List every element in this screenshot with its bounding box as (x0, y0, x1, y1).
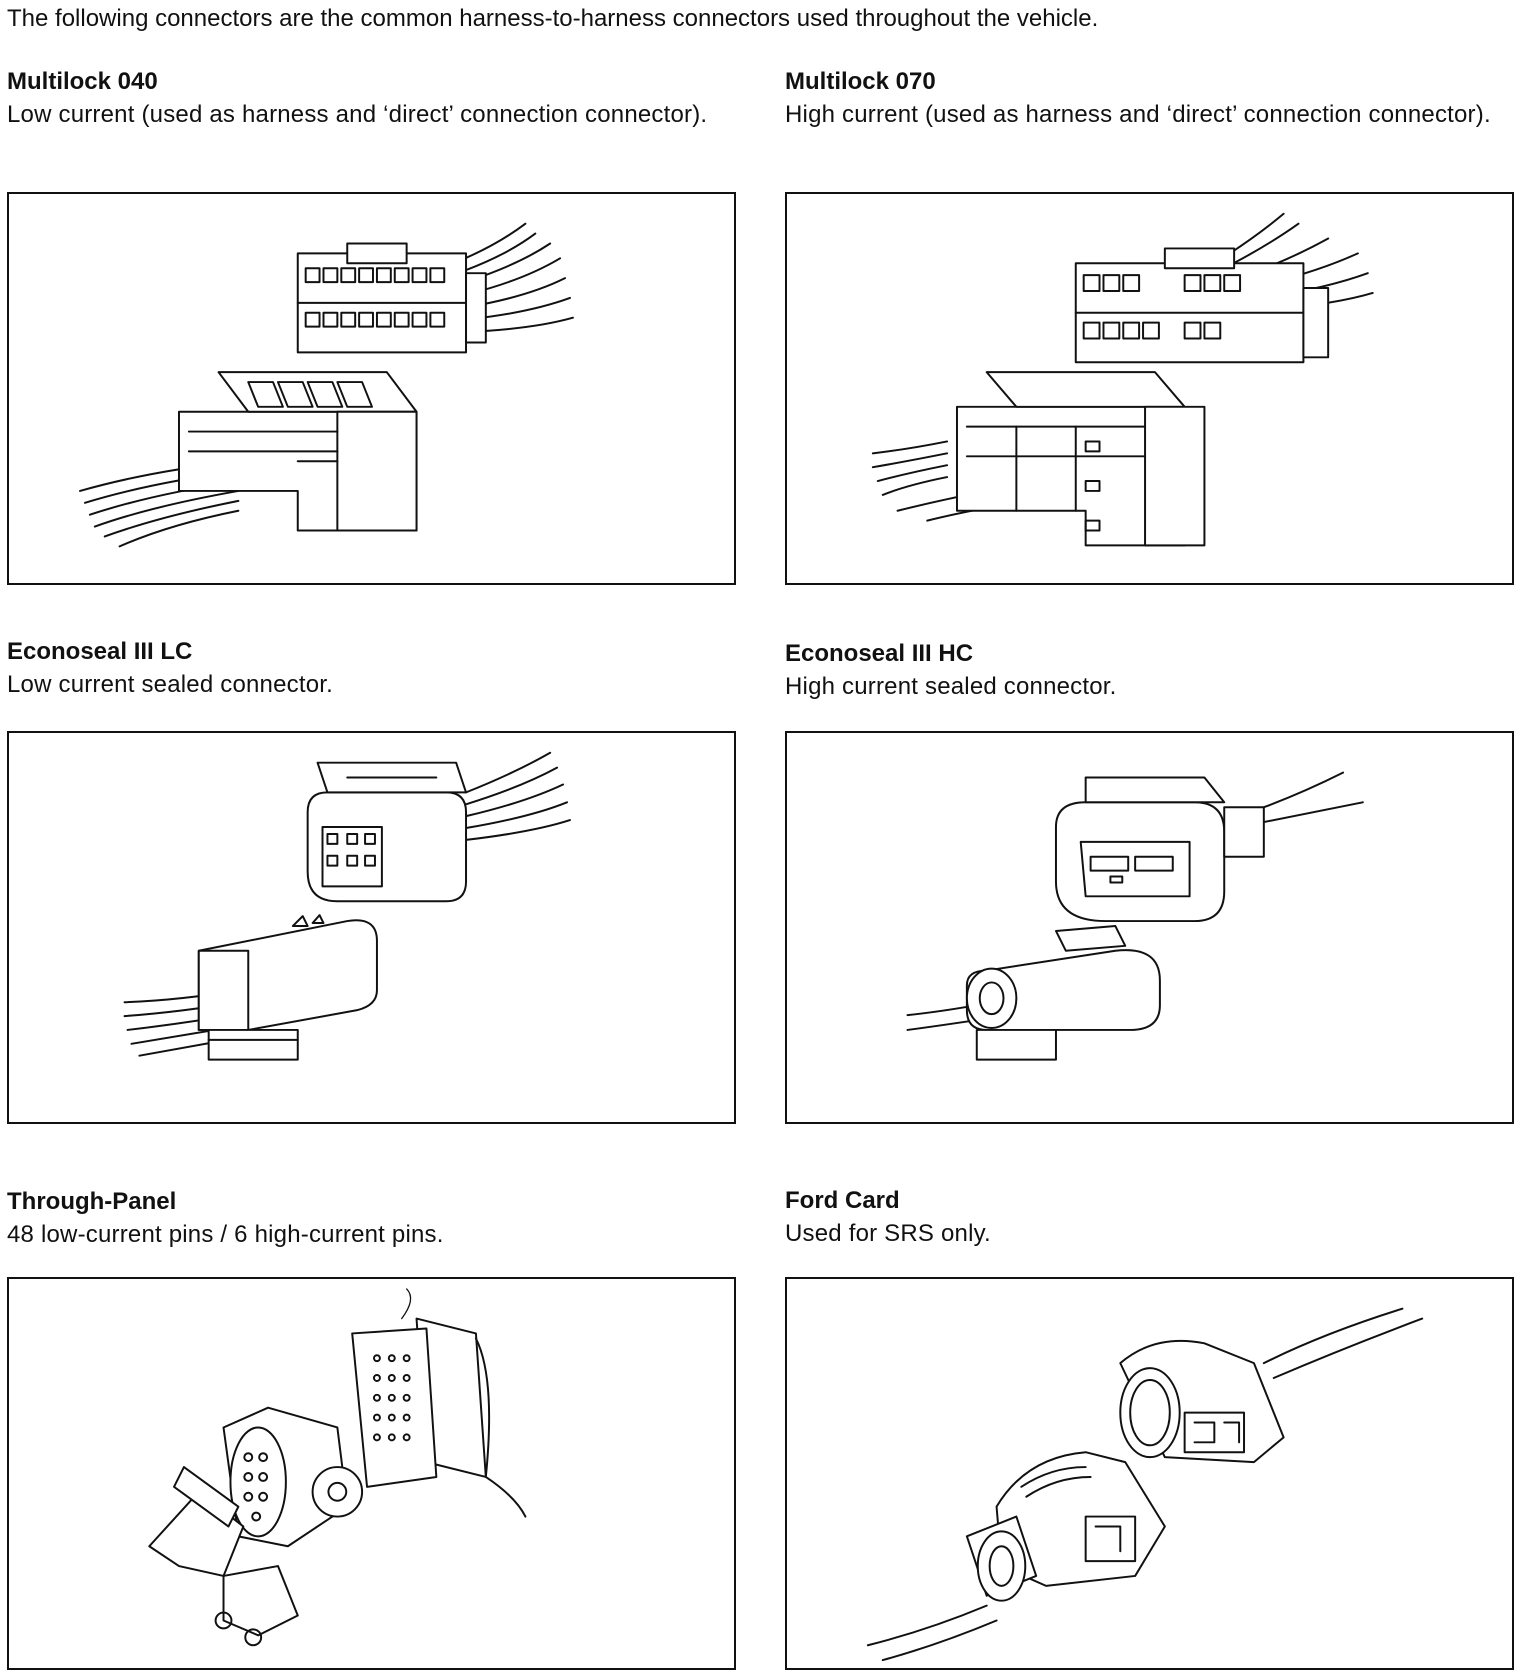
section-title: Multilock 040 (7, 68, 158, 95)
section-title: Econoseal III HC (785, 640, 974, 667)
through-panel-illustration (7, 1277, 736, 1670)
section-econoseal-iii-hc: Econoseal III HC High current sealed con… (785, 638, 1517, 703)
section-description: Low current (used as harness and ‘direct… (7, 101, 708, 128)
ford-card-illustration (785, 1277, 1514, 1670)
econoseal-iii-lc-illustration (7, 731, 736, 1124)
econoseal-iii-hc-illustration (785, 731, 1514, 1124)
section-description: High current (used as harness and ‘direc… (785, 101, 1491, 128)
section-title: Through-Panel (7, 1188, 177, 1215)
section-through-panel: Through-Panel 48 low-current pins / 6 hi… (7, 1186, 739, 1251)
intro-text: The following connectors are the common … (7, 5, 1099, 32)
section-econoseal-iii-lc: Econoseal III LC Low current sealed conn… (7, 636, 739, 701)
section-title: Multilock 070 (785, 68, 936, 95)
section-ford-card: Ford Card Used for SRS only. (785, 1185, 1517, 1250)
section-title: Ford Card (785, 1187, 900, 1214)
section-multilock-070: Multilock 070 High current (used as harn… (785, 66, 1517, 131)
section-description: 48 low-current pins / 6 high-current pin… (7, 1221, 444, 1248)
section-multilock-040: Multilock 040 Low current (used as harne… (7, 66, 739, 131)
multilock-070-illustration (785, 192, 1514, 585)
section-description: Low current sealed connector. (7, 671, 333, 698)
multilock-040-illustration (7, 192, 736, 585)
section-description: Used for SRS only. (785, 1220, 991, 1247)
section-description: High current sealed connector. (785, 673, 1117, 700)
section-title: Econoseal III LC (7, 638, 193, 665)
